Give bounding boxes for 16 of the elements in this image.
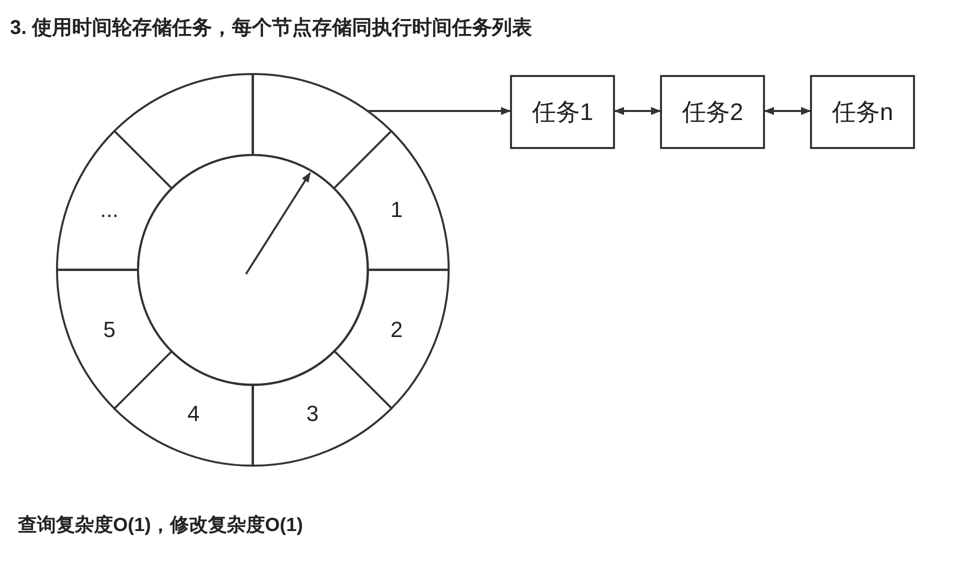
arrow xyxy=(764,107,811,115)
wheel-slot: ... xyxy=(56,130,173,271)
wheel-slot: 3 xyxy=(252,350,393,467)
caption: 查询复杂度O(1)，修改复杂度O(1) xyxy=(18,514,303,538)
task-box: 任务1 xyxy=(510,75,615,149)
wheel-slot: 5 xyxy=(56,269,173,410)
wheel-slot: 1 xyxy=(333,130,450,271)
wheel-slot xyxy=(113,73,254,190)
arrow xyxy=(368,107,511,115)
task-box: 任务n xyxy=(810,75,915,149)
wheel-slot xyxy=(252,73,393,190)
wheel-slot: 4 xyxy=(113,350,254,467)
task-box: 任务2 xyxy=(660,75,765,149)
arrow xyxy=(614,107,661,115)
title: 3. 使用时间轮存储任务，每个节点存储同执行时间任务列表 xyxy=(10,16,532,41)
wheel-slot: 2 xyxy=(333,269,450,410)
